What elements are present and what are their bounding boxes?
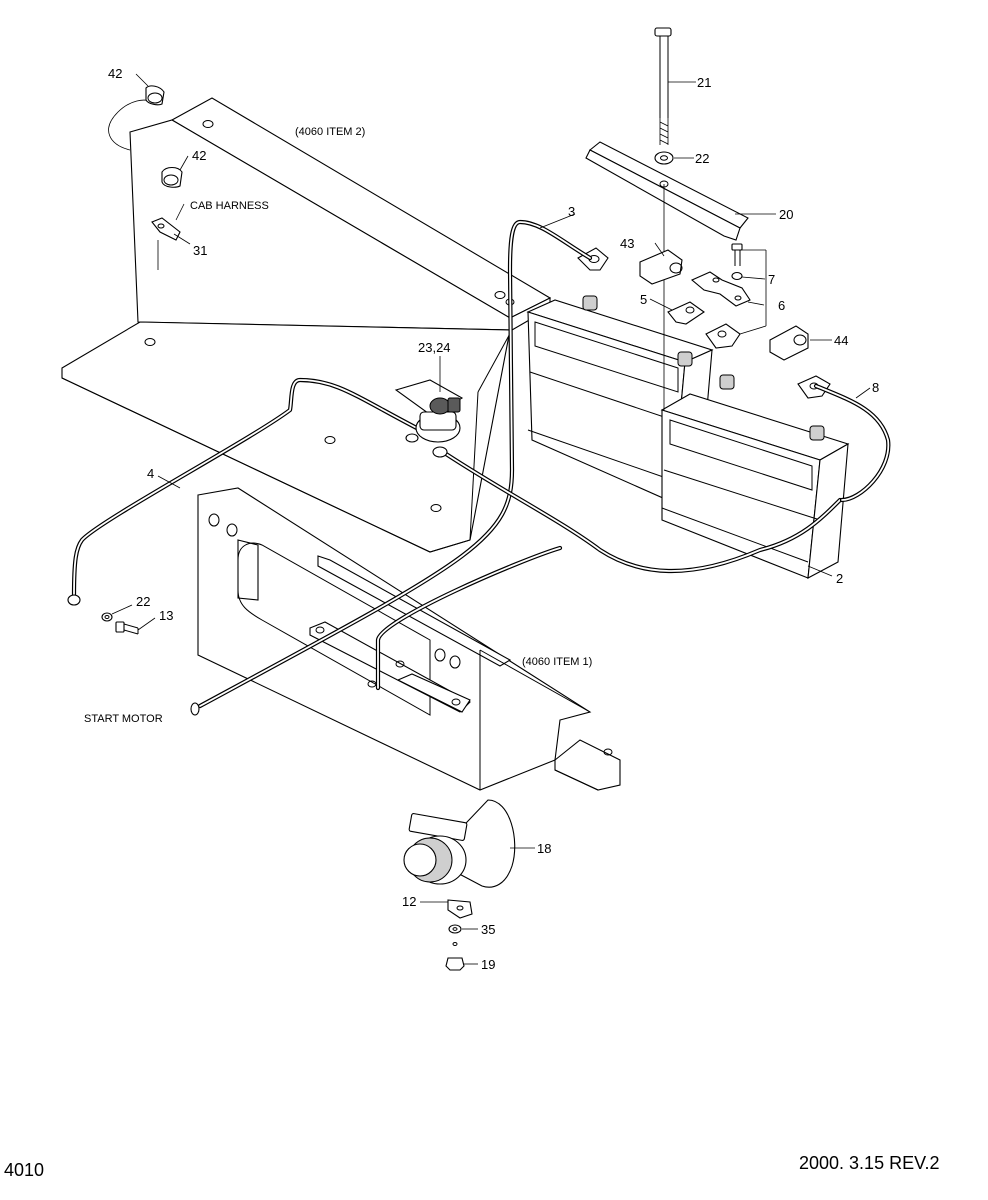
terminal-clamp-8 bbox=[797, 375, 831, 399]
hold-down-bracket bbox=[585, 141, 749, 241]
callout-6: 6 bbox=[778, 298, 785, 313]
callout-8: 8 bbox=[872, 380, 879, 395]
callout-35: 35 bbox=[481, 922, 495, 937]
link-plate-6 bbox=[690, 271, 751, 307]
washer-35 bbox=[448, 924, 462, 946]
clip-12 bbox=[447, 899, 473, 919]
horn bbox=[403, 799, 516, 888]
callout-42-mid: 42 bbox=[192, 148, 206, 163]
callout-2: 2 bbox=[836, 571, 843, 586]
callout-44: 44 bbox=[834, 333, 848, 348]
battery-front bbox=[660, 374, 850, 579]
callout-4: 4 bbox=[147, 466, 154, 481]
bolt-13 bbox=[115, 621, 139, 635]
callout-19: 19 bbox=[481, 957, 495, 972]
terminal-cover-43 bbox=[639, 249, 683, 285]
callout-22-top: 22 bbox=[695, 151, 709, 166]
cable-4 bbox=[67, 377, 443, 606]
callout-21: 21 bbox=[697, 75, 711, 90]
callout-31: 31 bbox=[193, 243, 207, 258]
grommet-42-top bbox=[145, 85, 165, 106]
revision-date: 2000. 3.15 REV.2 bbox=[799, 1153, 939, 1173]
callout-43: 43 bbox=[620, 236, 634, 251]
callout-13: 13 bbox=[159, 608, 173, 623]
callout-18: 18 bbox=[537, 841, 551, 856]
note-4060-item-2: (4060 ITEM 2) bbox=[295, 126, 365, 138]
callout-23-24: 23,24 bbox=[418, 340, 451, 355]
callout-3: 3 bbox=[568, 204, 575, 219]
terminal-cover-44 bbox=[769, 325, 809, 361]
page-code: 4010 bbox=[4, 1160, 44, 1180]
note-cab-harness: CAB HARNESS bbox=[190, 200, 269, 212]
callout-22-left: 22 bbox=[136, 594, 150, 609]
terminal-clamp-6 bbox=[705, 323, 741, 349]
bolt-7 bbox=[731, 243, 743, 281]
terminal-clamp-3 bbox=[577, 247, 609, 271]
upper-bracket bbox=[61, 97, 552, 553]
note-4060-item-1: (4060 ITEM 1) bbox=[522, 656, 592, 668]
nut-19 bbox=[445, 957, 465, 971]
cable-8 bbox=[813, 383, 891, 503]
note-start-motor: START MOTOR bbox=[84, 713, 163, 725]
terminal-5 bbox=[667, 301, 705, 325]
callout-labels: 42 42 31 4 22 13 23,24 3 21 22 20 43 7 5… bbox=[108, 66, 879, 972]
cable-2 bbox=[375, 447, 843, 691]
washer-22-top bbox=[654, 151, 674, 165]
page-footer: 4010 2000. 3.15 REV.2 bbox=[4, 1153, 939, 1180]
callout-20: 20 bbox=[779, 207, 793, 222]
callout-12: 12 bbox=[402, 894, 416, 909]
clamp-31 bbox=[151, 217, 181, 270]
diagram-notes: (4060 ITEM 2) (4060 ITEM 1) CAB HARNESS … bbox=[84, 126, 592, 725]
hold-down-bolt bbox=[654, 27, 672, 410]
grommet-42-mid bbox=[161, 166, 183, 188]
callout-5: 5 bbox=[640, 292, 647, 307]
callout-7: 7 bbox=[768, 272, 775, 287]
callout-42-top: 42 bbox=[108, 66, 122, 81]
washer-22-left bbox=[101, 612, 113, 622]
leader-lines bbox=[111, 73, 871, 965]
battery-relay bbox=[394, 379, 464, 458]
